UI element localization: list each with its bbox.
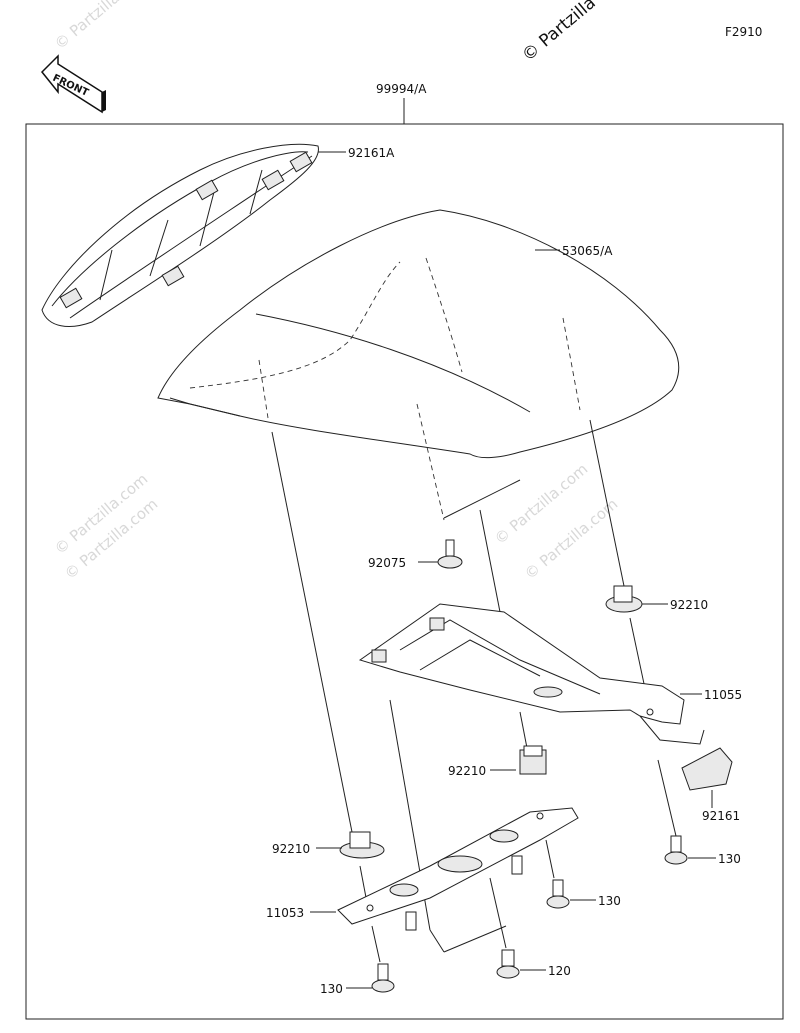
label-nut-center: 92210 xyxy=(448,764,486,778)
nut-center-part xyxy=(519,745,547,775)
label-nut-left: 92210 xyxy=(272,842,310,856)
pin-part xyxy=(437,539,463,569)
kit-frame xyxy=(25,123,784,1020)
front-arrow-icon: FRONT xyxy=(40,54,106,114)
label-bolt-small: 120 xyxy=(548,964,571,978)
label-bracket-main: 11055 xyxy=(704,688,742,702)
copyright-mark: © Partzilla xyxy=(518,0,599,66)
bracket-main-part xyxy=(358,603,705,745)
seat-cover-part xyxy=(157,209,680,459)
bracket-lower-part xyxy=(337,807,579,931)
nut-left-part xyxy=(339,831,385,859)
label-nut-right: 92210 xyxy=(670,598,708,612)
watermark-1: © Partzilla.com xyxy=(51,0,151,53)
label-bolt-right: 130 xyxy=(718,852,741,866)
label-bracket-lower: 11053 xyxy=(266,906,304,920)
nut-right-part xyxy=(605,585,643,613)
bolt-left-part xyxy=(371,963,395,993)
label-kit: 99994/A xyxy=(376,82,427,96)
bolt-right-part xyxy=(664,835,688,865)
label-pin: 92075 xyxy=(368,556,406,570)
label-seat-cover: 53065/A xyxy=(562,244,613,258)
figure-code: F2910 xyxy=(725,25,762,39)
label-bolt-left: 130 xyxy=(320,982,343,996)
bolt-center-part xyxy=(546,879,570,909)
handle-part xyxy=(41,143,319,327)
label-pad: 92161 xyxy=(702,809,740,823)
label-handle: 92161A xyxy=(348,146,395,160)
bolt-small-part xyxy=(496,949,520,979)
pad-part xyxy=(681,747,733,791)
label-bolt-center: 130 xyxy=(598,894,621,908)
